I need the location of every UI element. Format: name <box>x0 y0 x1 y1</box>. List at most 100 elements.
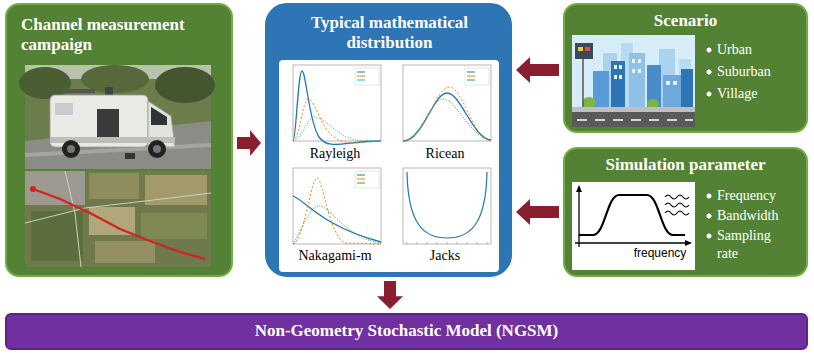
distribution-panel: Typical mathematical distribution <box>265 3 512 277</box>
illustration-part <box>293 178 381 244</box>
plot-ground <box>279 60 499 272</box>
illustration-part <box>403 65 491 141</box>
illustration-part <box>81 65 149 93</box>
illustration-part <box>632 59 635 63</box>
illustration-part <box>357 175 365 176</box>
label-slot: frequency <box>630 247 690 261</box>
illustration-part <box>681 69 693 109</box>
illustration-part <box>614 59 677 85</box>
illustration-part <box>638 69 641 73</box>
illustration-part <box>30 186 36 192</box>
illustration-part <box>619 75 622 79</box>
text-slot: Channel measurement campaign <box>21 15 221 56</box>
illustration-part <box>638 59 641 63</box>
illustration-part <box>467 72 475 73</box>
illustration-part <box>465 68 489 85</box>
illustration-part <box>407 172 487 238</box>
illustration-part <box>577 119 693 121</box>
illustration-part <box>25 171 211 267</box>
illustration-part <box>355 171 379 188</box>
plot-label: Rayleigh <box>285 146 385 162</box>
label-slot: Jacks <box>395 248 495 264</box>
illustration-part <box>575 242 687 243</box>
illustration-part <box>125 153 135 159</box>
illustration-part <box>467 76 475 77</box>
illustration-part <box>585 47 590 51</box>
illustration-part <box>572 182 695 270</box>
illustration-part <box>141 213 207 239</box>
illustration-part <box>578 47 583 51</box>
plot-label: Jacks <box>395 248 495 264</box>
block-arrow <box>237 130 261 156</box>
illustration-part <box>403 99 491 141</box>
bullet-item: Suburban <box>705 63 803 81</box>
block-arrow <box>516 57 559 83</box>
illustration-part <box>357 179 365 180</box>
illustration-part <box>665 211 689 215</box>
illustration-part <box>95 241 155 263</box>
illustration-part <box>89 173 139 199</box>
illustration-part <box>151 107 167 125</box>
illustration-part <box>355 68 379 85</box>
illustration-part <box>357 183 365 184</box>
illustration-part <box>629 53 645 109</box>
text-slot: Frequency <box>705 187 795 205</box>
illustration-part <box>576 185 582 192</box>
bullet-item: Village <box>705 85 803 103</box>
illustration-part <box>89 207 135 235</box>
illustration-part <box>357 76 365 77</box>
illustration-part <box>33 189 205 259</box>
plot-label: Ricean <box>395 146 495 162</box>
label-slot: Ricean <box>395 146 495 162</box>
illustration-part <box>614 65 617 69</box>
text-slot: Village <box>705 85 803 103</box>
illustration-part <box>65 89 95 93</box>
illustration-part <box>67 145 75 153</box>
illustration-part <box>293 71 381 144</box>
illustration-part <box>572 35 695 127</box>
text-slot: Bandwidth <box>705 207 795 225</box>
illustration-part <box>575 43 593 59</box>
panel-title: Scenario <box>565 11 806 31</box>
illustration-part <box>293 168 381 244</box>
illustration-part <box>614 75 617 79</box>
nakagami-plot <box>293 168 381 244</box>
bullet-item: Sampling rate <box>705 227 795 263</box>
axis-label: frequency <box>630 247 690 261</box>
ricean-plot <box>403 65 491 141</box>
illustration-part <box>357 80 365 81</box>
illustration-part <box>55 103 73 115</box>
illustration-part <box>582 59 584 107</box>
panel-title: Typical mathematical distribution <box>277 13 502 54</box>
illustration-part <box>665 195 689 199</box>
panel-title: Simulation parameter <box>565 155 806 175</box>
rayleigh-plot <box>293 65 381 144</box>
block-arrow <box>377 281 403 309</box>
illustration-part <box>105 87 113 95</box>
bullet-item: Bandwidth <box>705 207 795 225</box>
illustration-part <box>665 203 689 207</box>
illustration-part <box>403 168 491 244</box>
illustration-part <box>403 93 491 141</box>
model-band: Non-Geometry Stochastic Model (NGSM) <box>5 313 808 350</box>
text-slot: Sampling rate <box>705 227 795 263</box>
illustration-part <box>611 61 625 109</box>
illustration-part <box>293 206 381 244</box>
illustration-part <box>579 195 685 235</box>
illustration-part <box>666 81 670 85</box>
campaign-panel: Channel measurement campaign <box>5 3 233 277</box>
block-arrow <box>516 199 559 225</box>
label-slot: Rayleigh <box>285 146 385 162</box>
illustration-part <box>403 87 491 141</box>
illustration-part <box>148 140 166 158</box>
scenario-panel: ScenarioUrbanSuburbanVillage <box>563 3 808 133</box>
bullet-item: Urban <box>705 41 803 59</box>
illustration-part <box>572 112 695 127</box>
illustration-part <box>145 175 207 205</box>
illustration-part <box>25 171 85 205</box>
illustration-part <box>685 240 692 246</box>
illustration-part <box>19 67 71 99</box>
text-slot: Suburban <box>705 63 803 81</box>
illustration-part <box>155 67 215 103</box>
illustration-part <box>293 117 381 141</box>
